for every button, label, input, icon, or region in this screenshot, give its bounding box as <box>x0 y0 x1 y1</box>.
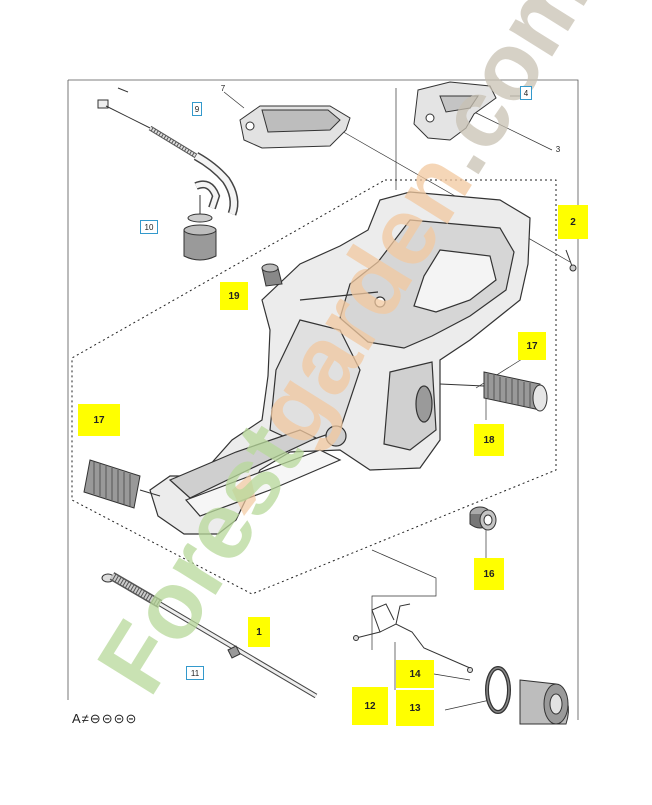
part-bracket-4 <box>413 81 497 141</box>
page-frame <box>67 79 579 720</box>
callout-label: 12 <box>364 700 376 712</box>
callout-9: 9 <box>192 102 202 116</box>
part-rod-11 <box>101 572 318 699</box>
callout-label: 13 <box>409 702 421 714</box>
callout-10: 10 <box>140 220 158 234</box>
callout-label: 2 <box>570 216 576 228</box>
callout-13: 13 <box>396 690 434 726</box>
callout-14: 14 <box>396 660 434 688</box>
part-handle-housing-17 <box>149 191 531 535</box>
callout-17-assembly: 17 <box>78 404 120 436</box>
part-bushing-16 <box>469 506 497 531</box>
part-cable-9 <box>97 87 239 216</box>
callout-12: 12 <box>352 687 388 725</box>
callout-11: 11 <box>186 666 204 680</box>
callout-label: 3 <box>555 144 561 154</box>
callout-label: 7 <box>220 83 226 93</box>
callout-label: 17 <box>526 340 538 352</box>
part-sleeve-19 <box>261 263 283 287</box>
callout-18: 18 <box>474 424 504 456</box>
part-av-spring-right <box>439 371 548 412</box>
callout-label: 17 <box>93 414 105 426</box>
callout-17-spring: 17 <box>518 332 546 360</box>
callout-4: 4 <box>520 86 532 100</box>
callout-19: 19 <box>220 282 248 310</box>
part-code: A≠⊖⊝⊝⊝ <box>72 712 138 726</box>
part-av-spring-left <box>83 459 161 509</box>
callout-1: 1 <box>248 617 270 647</box>
callout-3: 3 <box>552 142 564 156</box>
callout-label: 18 <box>483 434 495 446</box>
callout-2: 2 <box>558 205 588 239</box>
callout-label: 9 <box>194 104 200 114</box>
callout-label: 10 <box>144 222 154 232</box>
callout-16: 16 <box>474 558 504 590</box>
callout-label: 14 <box>409 668 421 680</box>
assembly-outline <box>71 179 557 595</box>
part-screw-2 <box>565 249 577 272</box>
part-cover-7 <box>239 105 351 149</box>
part-filter-10 <box>183 213 217 261</box>
callout-label: 11 <box>190 668 200 678</box>
callout-label: 4 <box>523 88 529 98</box>
part-wire-12 <box>353 603 473 673</box>
callout-label: 19 <box>228 290 240 302</box>
part-ring-13 <box>485 666 569 725</box>
callout-label: 1 <box>256 626 262 638</box>
callout-7: 7 <box>218 81 228 95</box>
callout-label: 16 <box>483 568 495 580</box>
